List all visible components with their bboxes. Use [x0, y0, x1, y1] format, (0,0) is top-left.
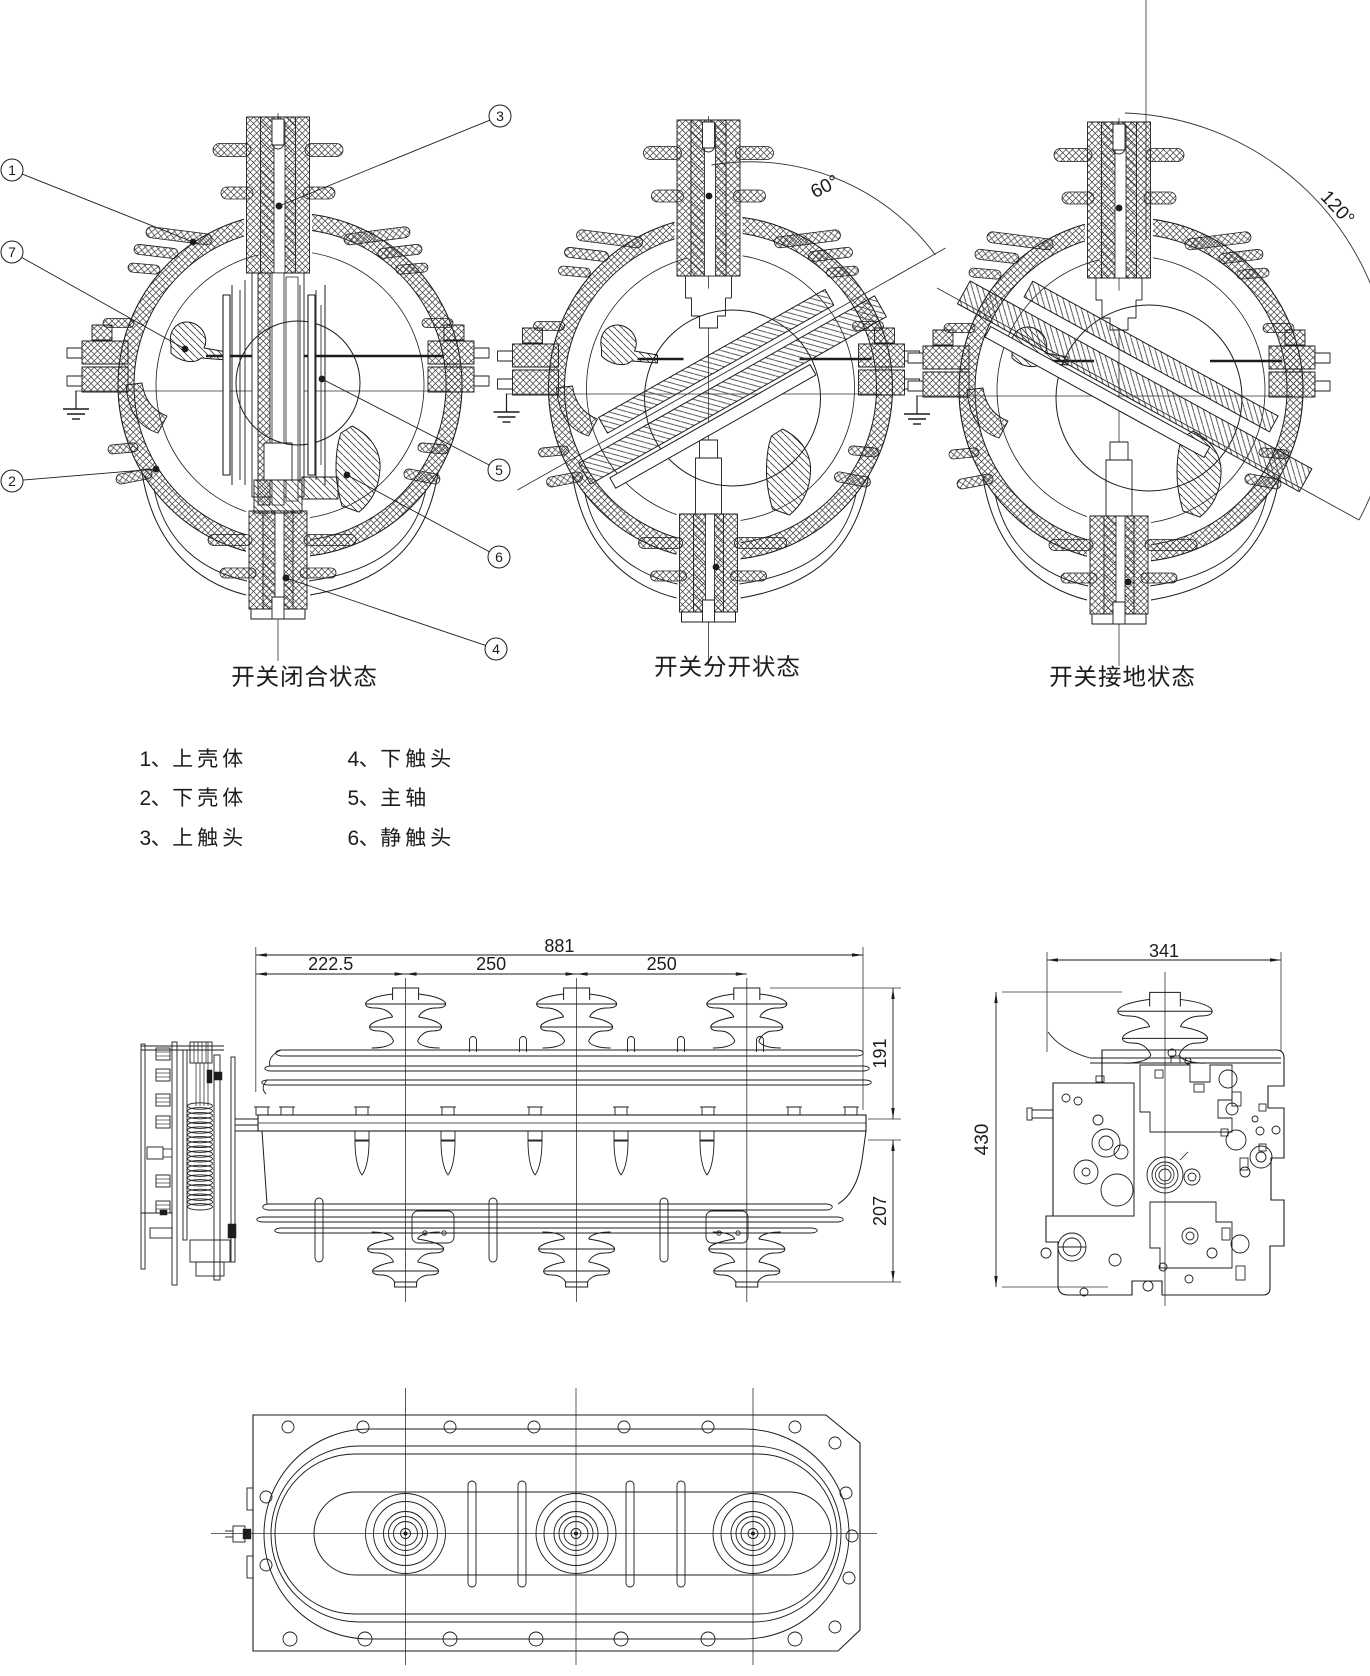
- svg-text:3: 3: [496, 108, 504, 124]
- svg-text:222.5: 222.5: [308, 954, 353, 974]
- svg-text:207: 207: [870, 1196, 890, 1226]
- svg-text:5: 5: [347, 787, 359, 810]
- svg-text:250: 250: [647, 954, 677, 974]
- svg-text:6: 6: [347, 827, 359, 850]
- svg-text:1: 1: [139, 748, 151, 771]
- svg-text:2: 2: [8, 473, 16, 489]
- svg-text:5: 5: [495, 462, 503, 478]
- svg-text:2: 2: [139, 787, 151, 810]
- svg-text:4: 4: [492, 641, 500, 657]
- svg-text:3: 3: [139, 827, 151, 850]
- svg-text:881: 881: [544, 936, 574, 956]
- svg-text:4: 4: [347, 748, 359, 771]
- svg-text:1: 1: [8, 162, 16, 178]
- svg-text:341: 341: [1149, 941, 1179, 961]
- svg-text:250: 250: [476, 954, 506, 974]
- svg-text:7: 7: [8, 244, 16, 260]
- svg-text:430: 430: [972, 1124, 993, 1156]
- svg-text:6: 6: [495, 549, 503, 565]
- svg-text:191: 191: [870, 1038, 890, 1068]
